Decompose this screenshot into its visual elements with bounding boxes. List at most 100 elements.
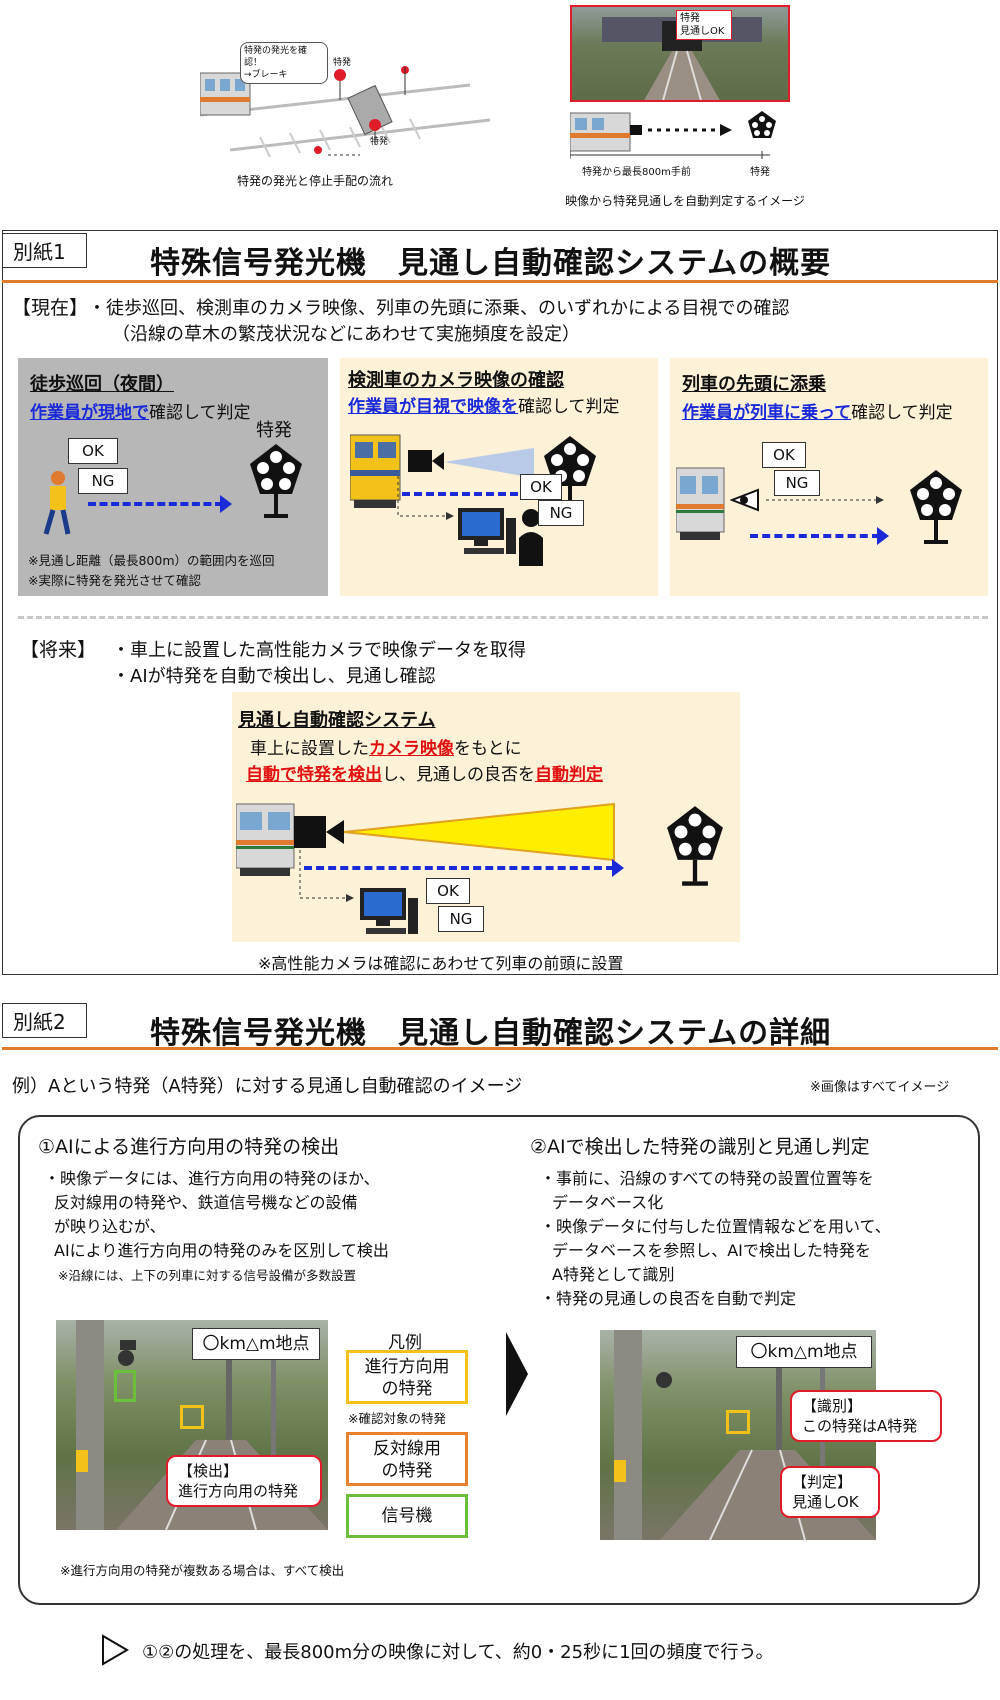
system-ng: NG	[438, 906, 484, 932]
panel2-desc: 作業員が目視で映像を確認して判定	[348, 392, 620, 417]
step2-b6: ・特発の見通しの良否を自動で判定	[540, 1289, 797, 1308]
step1-b1: ・映像データには、進行方向用の特発のほか、	[44, 1169, 380, 1188]
step1-heading: ①AIによる進行方向用の特発の検出	[38, 1136, 340, 1158]
current-line1: ・徒歩巡回、検測車のカメラ映像、列車の先頭に添乗、のいずれかによる目視での確認	[88, 298, 790, 319]
system-line2-c: 自動判定	[535, 765, 603, 785]
system-arrow	[304, 866, 614, 870]
step1-location: 〇km△m地点	[192, 1328, 320, 1360]
panel2-rest: 確認して判定	[518, 397, 620, 417]
step2-callout2-a: 【判定】	[792, 1473, 853, 1491]
panel3-arrowhead	[877, 527, 889, 545]
step1-footnote: ※進行方向用の特発が複数ある場合は、すべて検出	[60, 1563, 345, 1578]
panel2-arrow	[402, 492, 542, 496]
camera-icon	[408, 450, 444, 472]
future-label: 【将来】	[20, 639, 97, 661]
panel3-ok: OK	[762, 442, 806, 468]
right-caption: 映像から特発見通しを自動判定するイメージ	[565, 194, 805, 208]
system-monitor-icon	[360, 888, 418, 934]
right-photo-label: 特発 見通しOK	[676, 10, 732, 40]
panel1-ok: OK	[68, 438, 118, 464]
step1-callout-a: 【検出】	[178, 1462, 239, 1480]
panel2-ok: OK	[520, 474, 562, 500]
play-triangle-icon	[102, 1634, 129, 1666]
system-heading: 見通し自動確認システム	[238, 710, 436, 731]
left-signal-label-b: 特発	[370, 137, 389, 147]
step-arrow	[506, 1332, 528, 1416]
panel3-ng: NG	[774, 470, 820, 496]
panel1-heading: 徒歩巡回（夜間）	[30, 374, 174, 395]
process-note: ①②の処理を、最長800m分の映像に対して、約0・25秒に1回の頻度で行う。	[142, 1642, 774, 1663]
step1-b2: 反対線用の特発や、鉄道信号機などの設備	[54, 1193, 358, 1212]
step2-location: 〇km△m地点	[736, 1336, 872, 1368]
step1-b4: AIにより進行方向用の特発のみを区別して検出	[54, 1241, 389, 1260]
panel2-heading: 検測車のカメラ映像の確認	[348, 370, 564, 391]
step1-yellow-box	[180, 1405, 204, 1429]
sheet2-title: 特殊信号発光機 見通し自動確認システムの詳細	[150, 1016, 832, 1051]
legend-green: 信号機	[346, 1494, 468, 1538]
step2-b2: データベース化	[552, 1193, 664, 1212]
system-connector	[299, 850, 354, 902]
person-icon	[519, 509, 543, 566]
sheet1-tag: 別紙1	[2, 233, 87, 268]
legend-yellow-note: ※確認対象の特発	[348, 1411, 446, 1426]
sheet1-divider	[18, 616, 988, 619]
camera-view-cone	[444, 448, 534, 478]
panel1-ng: NG	[78, 468, 128, 494]
panel3-heading: 列車の先頭に添乗	[682, 374, 826, 395]
sheet1-title: 特殊信号発光機 見通し自動確認システムの概要	[150, 246, 832, 281]
current-label: 【現在】	[12, 297, 89, 319]
future-line1: ・車上に設置した高性能カメラで映像データを取得	[112, 640, 526, 661]
panel1-note2: ※実際に特発を発光させて確認	[28, 573, 201, 588]
step2-yellow-box	[726, 1410, 750, 1434]
worker-icon	[43, 471, 71, 535]
eye-icon	[730, 488, 759, 512]
step2-callout2-b: 見通しOK	[792, 1493, 859, 1511]
panel2-ng: NG	[538, 500, 584, 526]
top-right-diagram	[569, 105, 790, 165]
panel1-desc: 作業員が現地で確認して判定	[30, 398, 251, 423]
panel2-highlight: 作業員が目視で映像を	[348, 397, 518, 417]
system-line2: 自動で特発を検出し、見通しの良否を自動判定	[246, 760, 603, 785]
future-line2: ・AIが特発を自動で検出し、見通し確認	[112, 666, 436, 687]
left-bubble: 特発の発光を確認！ →ブレーキ	[240, 42, 328, 84]
step1-note: ※沿線には、上下の列車に対する信号設備が多数設置	[58, 1268, 356, 1283]
system-arrowhead	[612, 859, 624, 877]
step2-b3: ・映像データに付与した位置情報などを用いて、	[540, 1217, 891, 1236]
panel3-highlight: 作業員が列車に乗って	[682, 403, 852, 423]
panel3-desc: 作業員が列車に乗って確認して判定	[682, 398, 953, 423]
system-line1-a: 車上に設置した	[250, 739, 369, 759]
panel1-note1: ※見通し距離（最長800m）の範囲内を巡回	[28, 553, 275, 568]
step2-callout-identify: 【識別】 この特発はA特発	[790, 1390, 942, 1442]
step2-b1: ・事前に、沿線のすべての特発の設置位置等を	[540, 1169, 874, 1188]
inspection-train-icon	[350, 434, 401, 508]
legend-yellow: 進行方向用 の特発	[346, 1350, 468, 1404]
panel1-arrowhead	[220, 495, 232, 513]
system-view-cone	[344, 802, 615, 862]
system-train-icon	[236, 803, 295, 876]
panel-auto-system: 見通し自動確認システム 車上に設置したカメラ映像をもとに 自動で特発を検出し、見…	[232, 692, 740, 942]
system-line1: 車上に設置したカメラ映像をもとに	[250, 734, 522, 759]
panel-cab-ride: 列車の先頭に添乗 作業員が列車に乗って確認して判定 OK NG	[670, 358, 988, 596]
panel1-signal-label: 特発	[256, 420, 292, 441]
legend-orange: 反対線用 の特発	[346, 1432, 468, 1486]
step1-green-box	[114, 1370, 136, 1402]
sheet1-frame	[2, 230, 998, 975]
sheet2-title-underline	[2, 1047, 998, 1050]
panel3-sight-line	[766, 496, 884, 504]
sheet2-image-note: ※画像はすべてイメージ	[810, 1080, 950, 1095]
step2-callout1-b: この特発はA特発	[802, 1417, 918, 1435]
step2-callout1-a: 【識別】	[802, 1397, 863, 1415]
step2-heading: ②AIで検出した特発の識別と見通し判定	[530, 1136, 870, 1158]
sheet2-frame	[18, 1115, 980, 1605]
left-caption: 特発の発光と停止手配の流れ	[236, 174, 393, 188]
system-line2-a: 自動で特発を検出	[246, 765, 382, 785]
step1-callout-b: 進行方向用の特発	[178, 1482, 299, 1500]
sheet1-footnote: ※高性能カメラは確認にあわせて列車の前頭に設置	[258, 954, 624, 973]
panel1-rest: 確認して判定	[149, 403, 251, 423]
panel2-connector	[397, 476, 454, 520]
panel1-signal-icon	[250, 444, 302, 518]
sheet1-title-underline	[2, 280, 998, 283]
sheet2-tag: 別紙2	[2, 1003, 87, 1038]
panel3-signal-icon	[910, 470, 962, 544]
panel1-highlight: 作業員が現地で	[30, 403, 149, 423]
